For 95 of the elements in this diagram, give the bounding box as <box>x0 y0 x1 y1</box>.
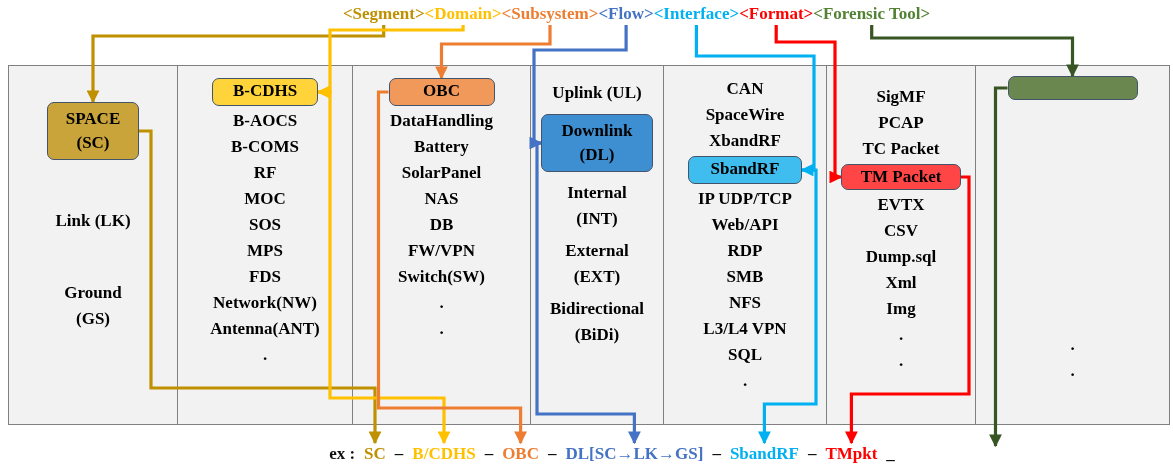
category-tag: <Interface> <box>653 4 740 24</box>
list-item-text: XbandRF <box>709 130 781 152</box>
list-item-text: MPS <box>247 240 283 262</box>
highlighted-box: B-CDHS <box>212 78 318 106</box>
category-tag: <Forensic Tool> <box>813 4 931 24</box>
list-item-text: TC Packet <box>862 138 940 160</box>
separator-text: – <box>807 444 817 464</box>
connector-arrow <box>845 175 971 445</box>
connector-arrow <box>870 25 1079 78</box>
list-item-text: B-COMS <box>231 136 299 158</box>
list-item-text: . <box>898 350 904 372</box>
separator-text: – <box>712 444 721 464</box>
connector-arrow <box>376 90 527 445</box>
connector-arrow <box>139 129 382 445</box>
category-tag: <Flow> <box>598 4 654 24</box>
table-column <box>530 65 664 425</box>
list-item-text: Ground (GS) <box>63 282 123 330</box>
category-tag: <Segment> <box>342 4 425 24</box>
category-tag: <Domain> <box>424 4 502 24</box>
table-column <box>975 65 1170 425</box>
highlighted-box: SPACE (SC) <box>47 102 139 160</box>
highlighted-box: Downlink (DL) <box>541 114 653 172</box>
connector-arrow <box>694 25 816 177</box>
separator-text: – <box>548 444 557 464</box>
list-item-text: Img <box>886 298 916 320</box>
list-item-text: Bidirectional (BiDi) <box>548 298 646 346</box>
list-item-text: B-AOCS <box>232 110 298 132</box>
connector-arrow <box>758 168 818 445</box>
list-item-text: DB <box>429 214 454 236</box>
separator-text: – <box>484 444 494 464</box>
table-column <box>663 65 827 425</box>
list-item-text: Network(NW) <box>213 292 317 314</box>
list-item-text: . <box>439 292 444 314</box>
separator-text: _ <box>886 444 895 464</box>
connector-arrow <box>529 25 628 150</box>
highlighted-box: OBC <box>388 78 495 106</box>
list-item-text: Switch(SW) <box>398 266 485 288</box>
table-column <box>352 65 531 425</box>
list-item-text: SQL <box>728 344 762 366</box>
list-item-text: L3/L4 VPN <box>703 318 787 340</box>
list-item-text: Uplink (UL) <box>552 82 642 104</box>
list-item-text: Antenna(ANT) <box>210 318 320 340</box>
list-item-text: Dump.sql <box>865 246 937 268</box>
list-item-text: FDS <box>248 266 282 288</box>
list-item-text: FW/VPN <box>407 240 475 262</box>
list-item-text: CAN <box>726 78 764 100</box>
list-item-text: DataHandling <box>390 110 493 132</box>
list-item-text: CSV <box>884 220 918 242</box>
example-token: B/CDHS <box>412 444 476 464</box>
connector-arrow <box>435 25 552 80</box>
connector-arrow <box>535 141 641 445</box>
category-tag: <Subsystem> <box>501 4 599 24</box>
list-item-text: SolarPanel <box>401 162 482 184</box>
list-item-text: Xml <box>885 272 917 294</box>
list-item-text: RF <box>253 162 277 184</box>
list-item-text: . <box>262 344 268 366</box>
list-item-text: SpaceWire <box>705 104 785 126</box>
list-item-text: NAS <box>424 188 459 210</box>
highlighted-box: SbandRF <box>688 156 802 184</box>
table-column <box>177 65 353 425</box>
example-token: SbandRF <box>729 444 799 464</box>
separator-text: – <box>394 444 404 464</box>
list-item-text: SOS <box>248 214 282 236</box>
list-item-text: RDP <box>727 240 763 262</box>
list-item-text: SMB <box>726 266 764 288</box>
example-label: ex : <box>329 444 356 464</box>
list-item-text: . <box>1070 334 1075 356</box>
list-item-text: NFS <box>728 292 762 314</box>
table-column <box>826 65 976 425</box>
category-tag: <Format> <box>739 4 814 24</box>
example-token: SC <box>364 444 386 464</box>
example-token: TMpkt <box>825 444 878 464</box>
connector-arrow <box>774 25 843 184</box>
list-item-text: Internal (INT) <box>566 182 628 230</box>
table-column <box>8 65 178 425</box>
connector-arrow <box>318 90 451 445</box>
example-token: OBC <box>502 444 539 464</box>
connector-arrow <box>86 25 386 104</box>
list-item-text: . <box>742 370 748 392</box>
list-item-text: PCAP <box>878 112 924 134</box>
highlighted-box <box>1007 76 1138 100</box>
list-item-text: Battery <box>414 136 469 158</box>
list-item-text: EVTX <box>877 194 925 216</box>
connector-arrow <box>989 86 1008 448</box>
list-item-text: . <box>439 318 444 340</box>
highlighted-box: TM Packet <box>841 164 961 190</box>
list-item-text: . <box>898 324 904 346</box>
list-item-text: MOC <box>244 188 286 210</box>
list-item-text: Web/API <box>711 214 779 236</box>
list-item-text: External (EXT) <box>564 240 630 288</box>
list-item-text: IP UDP/TCP <box>698 188 792 210</box>
list-item-text: SigMF <box>876 86 926 108</box>
example-token: DL[SC→LK→GS] <box>565 444 704 464</box>
list-item-text: Link (LK) <box>55 210 131 232</box>
list-item-text: . <box>1070 360 1075 382</box>
